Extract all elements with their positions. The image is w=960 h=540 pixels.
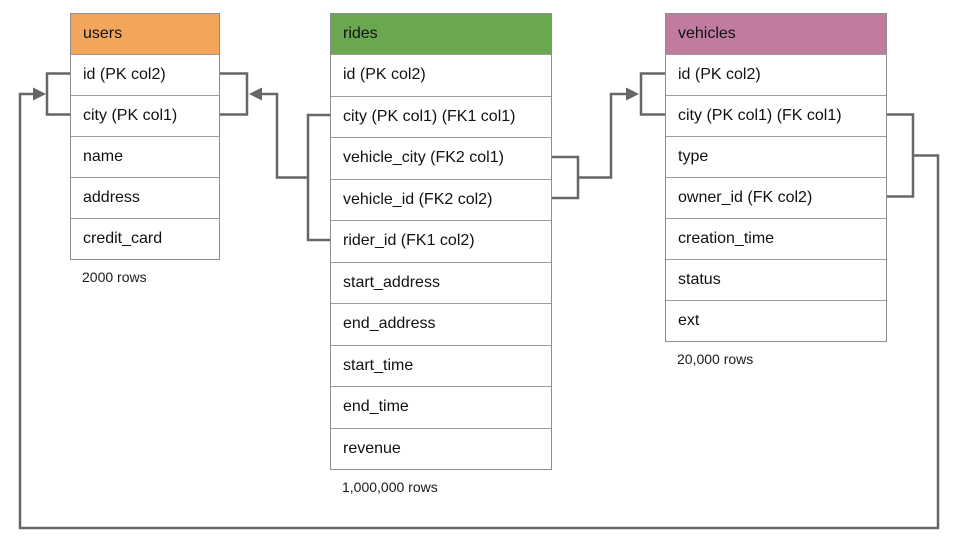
users-pk-left-bracket bbox=[45, 72, 70, 116]
table-vehicles: vehicles id (PK col2) city (PK col1) (FK… bbox=[665, 13, 887, 367]
table-row: revenue bbox=[331, 427, 551, 469]
table-row: id (PK col2) bbox=[331, 54, 551, 96]
vehicles-row-count: 20,000 rows bbox=[677, 351, 754, 367]
table-row: address bbox=[71, 177, 219, 218]
table-row: ext bbox=[666, 300, 886, 341]
fk1-connector-rides-to-users bbox=[220, 72, 330, 242]
table-row: city (PK col1) (FK col1) bbox=[666, 95, 886, 136]
fk2-arrowhead-icon bbox=[626, 87, 639, 101]
table-row: owner_id (FK col2) bbox=[666, 177, 886, 218]
fk2-link-line bbox=[578, 92, 627, 179]
table-row: start_time bbox=[331, 344, 551, 386]
vehicles-fk-bracket bbox=[887, 113, 915, 198]
table-row: start_address bbox=[331, 261, 551, 303]
table-row: rider_id (FK1 col2) bbox=[331, 220, 551, 262]
vehicles-pk-bracket bbox=[639, 72, 665, 116]
table-row: city (PK col1) (FK1 col1) bbox=[331, 95, 551, 137]
table-row: id (PK col2) bbox=[71, 54, 219, 95]
table-rides: rides id (PK col2) city (PK col1) (FK1 c… bbox=[330, 13, 552, 495]
table-users: users id (PK col2) city (PK col1) name a… bbox=[70, 13, 220, 285]
table-row: type bbox=[666, 136, 886, 177]
table-row: name bbox=[71, 136, 219, 177]
table-row: vehicle_id (FK2 col2) bbox=[331, 178, 551, 220]
table-users-header: users bbox=[71, 14, 219, 54]
table-row: status bbox=[666, 259, 886, 300]
fk1-link-line bbox=[252, 92, 308, 179]
rides-fk1-bracket bbox=[306, 113, 330, 242]
table-row: creation_time bbox=[666, 218, 886, 259]
rides-row-count: 1,000,000 rows bbox=[342, 479, 438, 495]
fk-arrowhead-icon bbox=[33, 87, 46, 101]
table-vehicles-header: vehicles bbox=[666, 14, 886, 54]
table-row: end_address bbox=[331, 303, 551, 345]
table-row: city (PK col1) bbox=[71, 95, 219, 136]
users-pk-bracket bbox=[220, 72, 249, 116]
users-row-count: 2000 rows bbox=[82, 269, 147, 285]
rides-fk2-bracket bbox=[552, 155, 580, 200]
table-row: end_time bbox=[331, 386, 551, 428]
table-row: vehicle_city (FK2 col1) bbox=[331, 137, 551, 179]
table-row: credit_card bbox=[71, 218, 219, 259]
table-rides-header: rides bbox=[331, 14, 551, 54]
fk2-connector-rides-to-vehicles bbox=[552, 72, 665, 200]
table-row: id (PK col2) bbox=[666, 54, 886, 95]
fk1-arrowhead-icon bbox=[249, 87, 262, 101]
